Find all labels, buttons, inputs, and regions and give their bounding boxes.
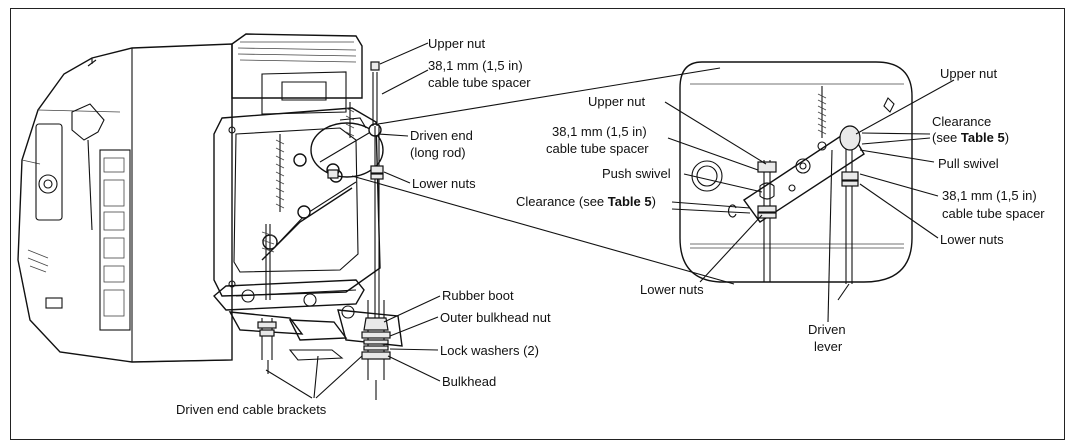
detail-label-push-swivel: Push swivel <box>602 166 671 181</box>
detail-label-pull-swivel: Pull swivel <box>938 156 999 171</box>
label-driven-end-line1: Driven end <box>410 128 473 143</box>
leader-lines-left <box>265 42 441 399</box>
detail-label-driven-lever-line2: lever <box>814 339 843 354</box>
cable-brackets <box>213 279 403 400</box>
breaker-housing <box>17 43 233 363</box>
magnifier-line-top <box>377 67 721 125</box>
detail-label-spacer-right-line1: 38,1 mm (1,5 in) <box>942 188 1037 203</box>
detail-label-lower-nuts-bottom: Lower nuts <box>640 282 704 297</box>
side-plate <box>213 102 384 297</box>
label-driven-end-line2: (long rod) <box>410 145 466 160</box>
detail-label-spacer-left-line1: 38,1 mm (1,5 in) <box>552 124 647 139</box>
label-lower-nuts: Lower nuts <box>412 176 476 191</box>
label-spacer-line2: cable tube spacer <box>428 75 531 90</box>
detail-label-spacer-left-line2: cable tube spacer <box>546 141 649 156</box>
detail-label-clearance-right-line1: Clearance <box>932 114 991 129</box>
detail-label-clearance-left: Clearance (see Table 5) <box>516 194 656 209</box>
label-outer-bulkhead-nut: Outer bulkhead nut <box>440 310 551 325</box>
label-rubber-boot: Rubber boot <box>442 288 514 303</box>
upper-nut-small <box>370 61 380 71</box>
detail-label-spacer-right-line2: cable tube spacer <box>942 206 1045 221</box>
label-driven-end-cable-brackets: Driven end cable brackets <box>176 402 327 417</box>
label-spacer-line1: 38,1 mm (1,5 in) <box>428 58 523 73</box>
figure-frame <box>10 8 1065 440</box>
label-bulkhead: Bulkhead <box>442 374 496 389</box>
leader-lines-detail <box>664 79 955 323</box>
detail-view <box>679 61 913 301</box>
label-lock-washers: Lock washers (2) <box>440 343 539 358</box>
top-chute <box>231 33 363 128</box>
label-upper-nut: Upper nut <box>428 36 485 51</box>
long-rod <box>261 61 384 330</box>
magnifier-line-bottom <box>351 175 735 285</box>
detail-label-driven-lever-line1: Driven <box>808 322 846 337</box>
detail-label-upper-nut-left: Upper nut <box>588 94 645 109</box>
detail-label-clearance-right-line2: (see Table 5) <box>932 130 1009 145</box>
detail-label-upper-nut-right: Upper nut <box>940 66 997 81</box>
detail-label-lower-nuts-right: Lower nuts <box>940 232 1004 247</box>
